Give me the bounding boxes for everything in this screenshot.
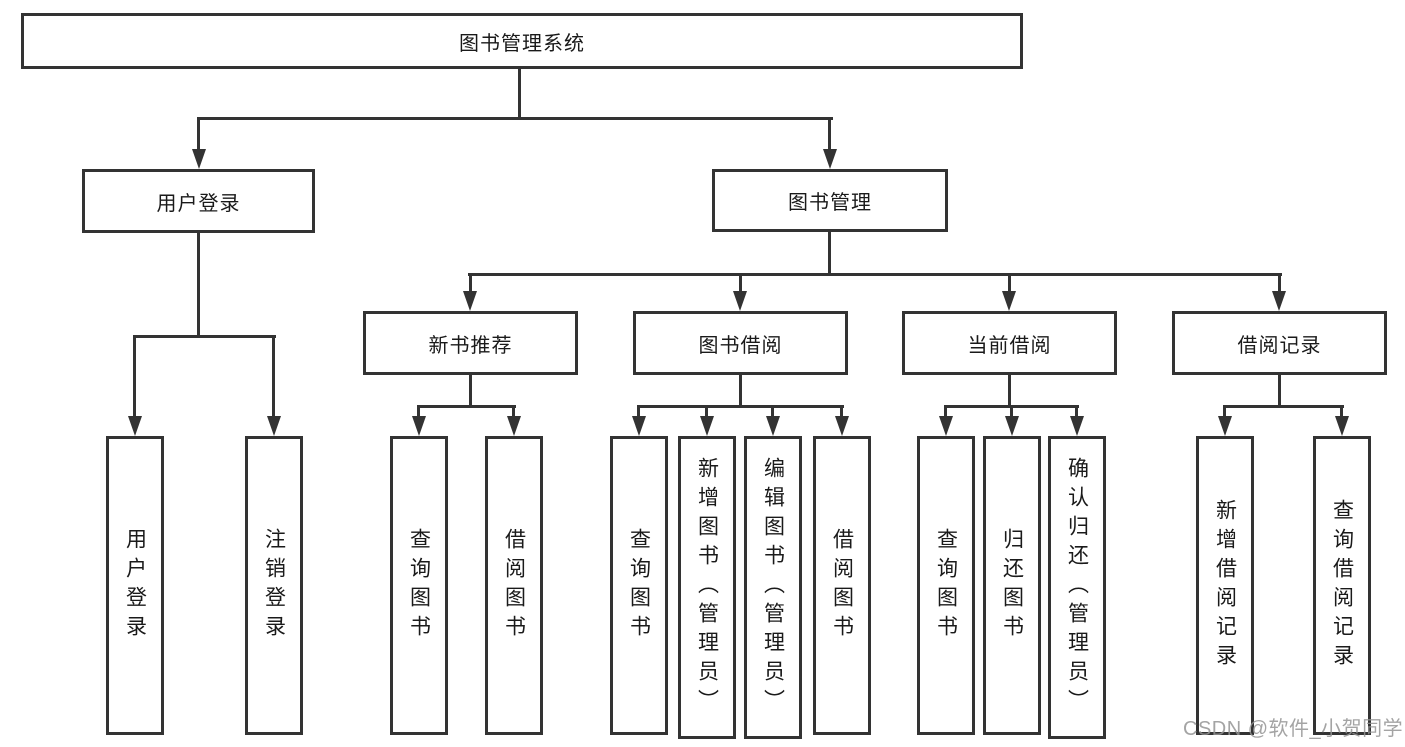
connector-book-management-rail bbox=[468, 273, 1282, 276]
node-new-book-recommend-label: 新书推荐 bbox=[428, 334, 513, 357]
leaf-add-book-admin-label: 新增图书（管理员） bbox=[695, 457, 719, 718]
node-book-borrowing: 图书借阅 bbox=[633, 311, 848, 375]
connector-leaf bbox=[417, 405, 420, 418]
connector-leaf bbox=[512, 405, 515, 418]
arrow-down-icon bbox=[766, 416, 780, 436]
arrow-down-icon bbox=[507, 416, 521, 436]
leaf-borrow-books-recommend: 借阅图书 bbox=[485, 436, 543, 735]
node-library-system-label: 图书管理系统 bbox=[459, 32, 585, 55]
connector-leaf bbox=[1340, 405, 1343, 418]
leaf-query-borrow-record-label: 查询借阅记录 bbox=[1330, 498, 1354, 673]
connector-new-book-rail bbox=[417, 405, 516, 408]
node-borrowing-records: 借阅记录 bbox=[1172, 311, 1387, 375]
node-library-system: 图书管理系统 bbox=[21, 13, 1023, 69]
leaf-query-books-current-label: 查询图书 bbox=[934, 527, 958, 644]
node-new-book-recommend: 新书推荐 bbox=[363, 311, 578, 375]
arrow-down-icon bbox=[128, 416, 142, 436]
leaf-user-login: 用户登录 bbox=[106, 436, 164, 735]
connector-leaf bbox=[1075, 405, 1078, 418]
leaf-edit-book-admin-label: 编辑图书（管理员） bbox=[761, 457, 785, 718]
arrow-down-icon bbox=[1335, 416, 1349, 436]
connector-new-book-stem bbox=[469, 375, 472, 405]
connector-to-book-management bbox=[828, 117, 831, 151]
node-user-login: 用户登录 bbox=[82, 169, 315, 233]
connector-leaf bbox=[705, 405, 708, 418]
leaf-query-books-borrow: 查询图书 bbox=[610, 436, 668, 735]
leaf-confirm-return-admin-label: 确认归还（管理员） bbox=[1065, 457, 1089, 718]
arrow-down-icon bbox=[1218, 416, 1232, 436]
connector-to-new-book-recommend bbox=[469, 273, 472, 293]
node-current-borrowing-label: 当前借阅 bbox=[967, 334, 1052, 357]
leaf-query-books-recommend: 查询图书 bbox=[390, 436, 448, 735]
connector-leaf bbox=[1223, 405, 1226, 418]
leaf-add-borrow-record-label: 新增借阅记录 bbox=[1213, 498, 1237, 673]
arrow-down-icon bbox=[835, 416, 849, 436]
connector-book-management-stem bbox=[828, 232, 831, 273]
connector-records-rail bbox=[1223, 405, 1344, 408]
connector-leaf bbox=[840, 405, 843, 418]
leaf-query-books-borrow-label: 查询图书 bbox=[627, 527, 651, 644]
connector-leaf bbox=[944, 405, 947, 418]
arrow-down-icon bbox=[1005, 416, 1019, 436]
leaf-borrow-books-recommend-label: 借阅图书 bbox=[502, 527, 526, 644]
connector-user-login-stem bbox=[197, 233, 200, 335]
connector-to-user-login bbox=[197, 117, 200, 151]
arrow-down-icon bbox=[192, 149, 206, 169]
leaf-query-books-recommend-label: 查询图书 bbox=[407, 527, 431, 644]
leaf-borrow-books: 借阅图书 bbox=[813, 436, 871, 735]
leaf-query-books-current: 查询图书 bbox=[917, 436, 975, 735]
node-user-login-label: 用户登录 bbox=[156, 192, 241, 215]
leaf-return-book: 归还图书 bbox=[983, 436, 1041, 735]
leaf-return-book-label: 归还图书 bbox=[1000, 527, 1024, 644]
leaf-add-book-admin: 新增图书（管理员） bbox=[678, 436, 736, 739]
node-book-management: 图书管理 bbox=[712, 169, 948, 232]
leaf-confirm-return-admin: 确认归还（管理员） bbox=[1048, 436, 1106, 739]
connector-root-rail bbox=[197, 117, 833, 120]
leaf-logout: 注销登录 bbox=[245, 436, 303, 735]
arrow-down-icon bbox=[700, 416, 714, 436]
arrow-down-icon bbox=[733, 291, 747, 311]
leaf-query-borrow-record: 查询借阅记录 bbox=[1313, 436, 1371, 735]
connector-to-leaf-logout bbox=[272, 335, 275, 418]
arrow-down-icon bbox=[1002, 291, 1016, 311]
leaf-add-borrow-record: 新增借阅记录 bbox=[1196, 436, 1254, 735]
arrow-down-icon bbox=[267, 416, 281, 436]
connector-leaf bbox=[771, 405, 774, 418]
connector-to-borrowing-records bbox=[1278, 273, 1281, 293]
connector-to-book-borrowing bbox=[739, 273, 742, 293]
arrow-down-icon bbox=[412, 416, 426, 436]
connector-user-login-rail bbox=[133, 335, 276, 338]
connector-root-stem bbox=[518, 69, 521, 117]
connector-leaf bbox=[1010, 405, 1013, 418]
connector-to-leaf-user-login bbox=[133, 335, 136, 418]
arrow-down-icon bbox=[1070, 416, 1084, 436]
connector-book-borrow-rail bbox=[637, 405, 844, 408]
arrow-down-icon bbox=[823, 149, 837, 169]
connector-current-borrow-stem bbox=[1008, 375, 1011, 405]
connector-book-borrow-stem bbox=[739, 375, 742, 405]
connector-to-current-borrowing bbox=[1008, 273, 1011, 293]
node-book-management-label: 图书管理 bbox=[788, 192, 872, 214]
leaf-edit-book-admin: 编辑图书（管理员） bbox=[744, 436, 802, 739]
csdn-watermark: CSDN @软件_小贺同学 bbox=[1183, 718, 1404, 740]
node-current-borrowing: 当前借阅 bbox=[902, 311, 1117, 375]
arrow-down-icon bbox=[1272, 291, 1286, 311]
connector-leaf bbox=[637, 405, 640, 418]
leaf-borrow-books-label: 借阅图书 bbox=[830, 527, 854, 644]
arrow-down-icon bbox=[463, 291, 477, 311]
node-borrowing-records-label: 借阅记录 bbox=[1237, 334, 1322, 357]
node-book-borrowing-label: 图书借阅 bbox=[698, 334, 783, 357]
leaf-logout-label: 注销登录 bbox=[262, 527, 286, 644]
connector-records-stem bbox=[1278, 375, 1281, 405]
leaf-user-login-label: 用户登录 bbox=[123, 527, 147, 644]
arrow-down-icon bbox=[632, 416, 646, 436]
arrow-down-icon bbox=[939, 416, 953, 436]
